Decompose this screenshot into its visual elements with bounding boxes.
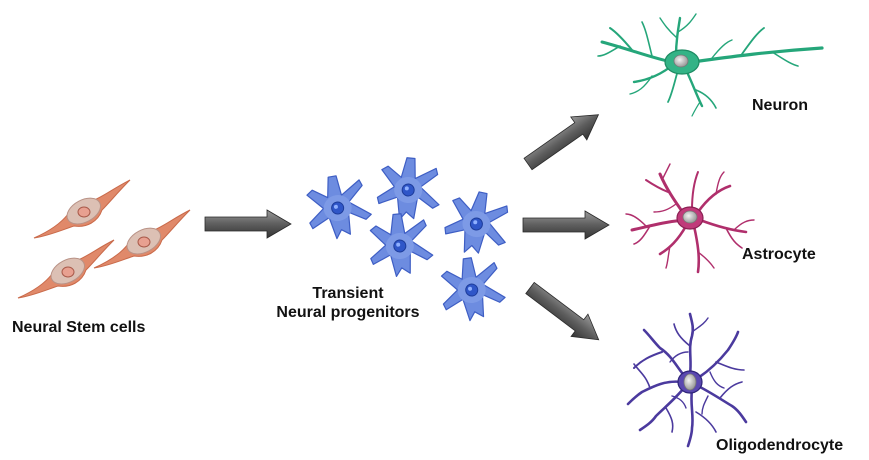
progenitors-label-line1: Transient (312, 285, 384, 302)
progenitors-label-line2: Neural progenitors (276, 304, 420, 321)
progenitor-cell-icon (440, 185, 515, 261)
arrow-right-icon (522, 210, 610, 240)
arrow-right-icon (519, 102, 607, 176)
progenitor-cell-icon (366, 210, 435, 280)
oligodendrocyte-icon (626, 312, 748, 448)
stem-cells-group (17, 179, 191, 299)
astrocyte-label: Astrocyte (742, 246, 816, 263)
neuron-icon (597, 13, 824, 117)
stem-cell-icon (17, 239, 115, 299)
oligodendrocyte-label: Oligodendrocyte (716, 437, 844, 454)
arrow-right-icon (521, 276, 608, 352)
astrocyte-icon (625, 163, 755, 274)
progenitor-cell-icon (375, 154, 444, 224)
stem-cell-icon (33, 179, 131, 239)
progenitor-cell-icon (436, 253, 509, 325)
stem-cell-icon (93, 209, 191, 269)
stem-cells-label: Neural Stem cells (12, 319, 146, 336)
neuron-label: Neuron (752, 97, 808, 114)
progenitors-label: Transient Neural progenitors (248, 284, 448, 322)
progenitor-cell-icon (301, 170, 375, 244)
arrow-right-icon (204, 209, 292, 239)
